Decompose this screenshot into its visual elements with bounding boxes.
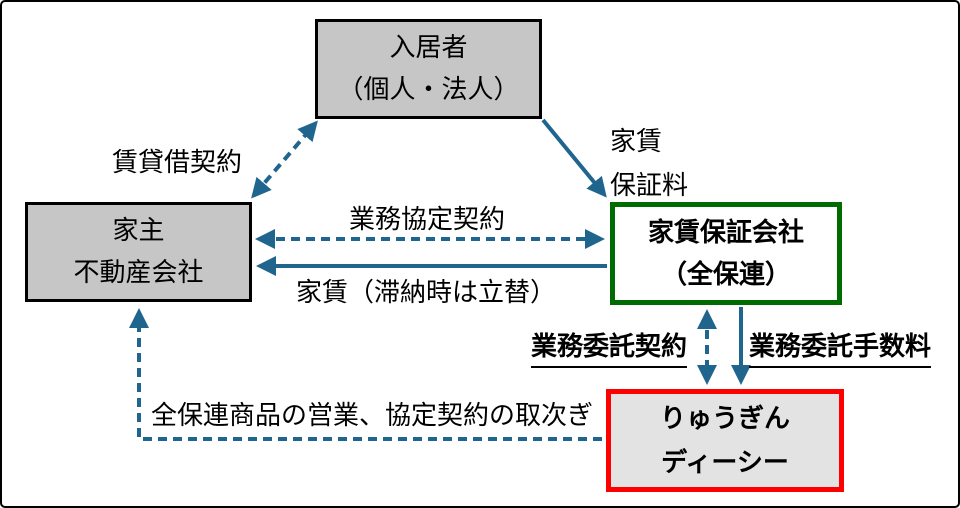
guarantee-fee-label-line2: 保証料 [610, 171, 689, 200]
lease-contract-arrow [251, 120, 318, 199]
guarantor-box-line1: 家賃保証会社 [647, 217, 804, 247]
outsourcing-fee-label: 業務委託手数料 [749, 326, 932, 368]
ryugin-box-line1: りゅうぎん [659, 403, 790, 433]
agency-label: 全保連商品の営業、協定契約の取次ぎ [151, 401, 594, 430]
tenant-box: 入居者 （個人・法人） [315, 19, 542, 119]
ryugin-box-line2: ディーシー [661, 447, 789, 477]
landlord-box-line2: 不動産会社 [73, 258, 204, 287]
lease-contract-label: 賃貸借契約 [112, 148, 243, 177]
tenant-box-line2: （個人・法人） [337, 75, 520, 104]
guarantor-box: 家賃保証会社 （全保連） [610, 202, 842, 305]
guarantee-fee-label-line1: 家賃 [610, 127, 663, 156]
guarantor-box-line2: （全保連） [660, 259, 791, 289]
ryugin-box: りゅうぎん ディーシー [606, 389, 844, 492]
landlord-box: 家主 不動産会社 [25, 202, 252, 302]
tenant-box-line1: 入居者 [389, 33, 468, 62]
guarantee-fee-label: 家賃 保証料 [610, 120, 688, 208]
landlord-box-line1: 家主 [112, 216, 165, 245]
business-agreement-label: 業務協定契約 [349, 205, 506, 234]
rent-payment-label: 家賃（滞納時は立替） [296, 278, 557, 307]
outsourcing-contract-label: 業務委託契約 [531, 326, 688, 368]
guarantee-fee-arrow [541, 118, 607, 198]
